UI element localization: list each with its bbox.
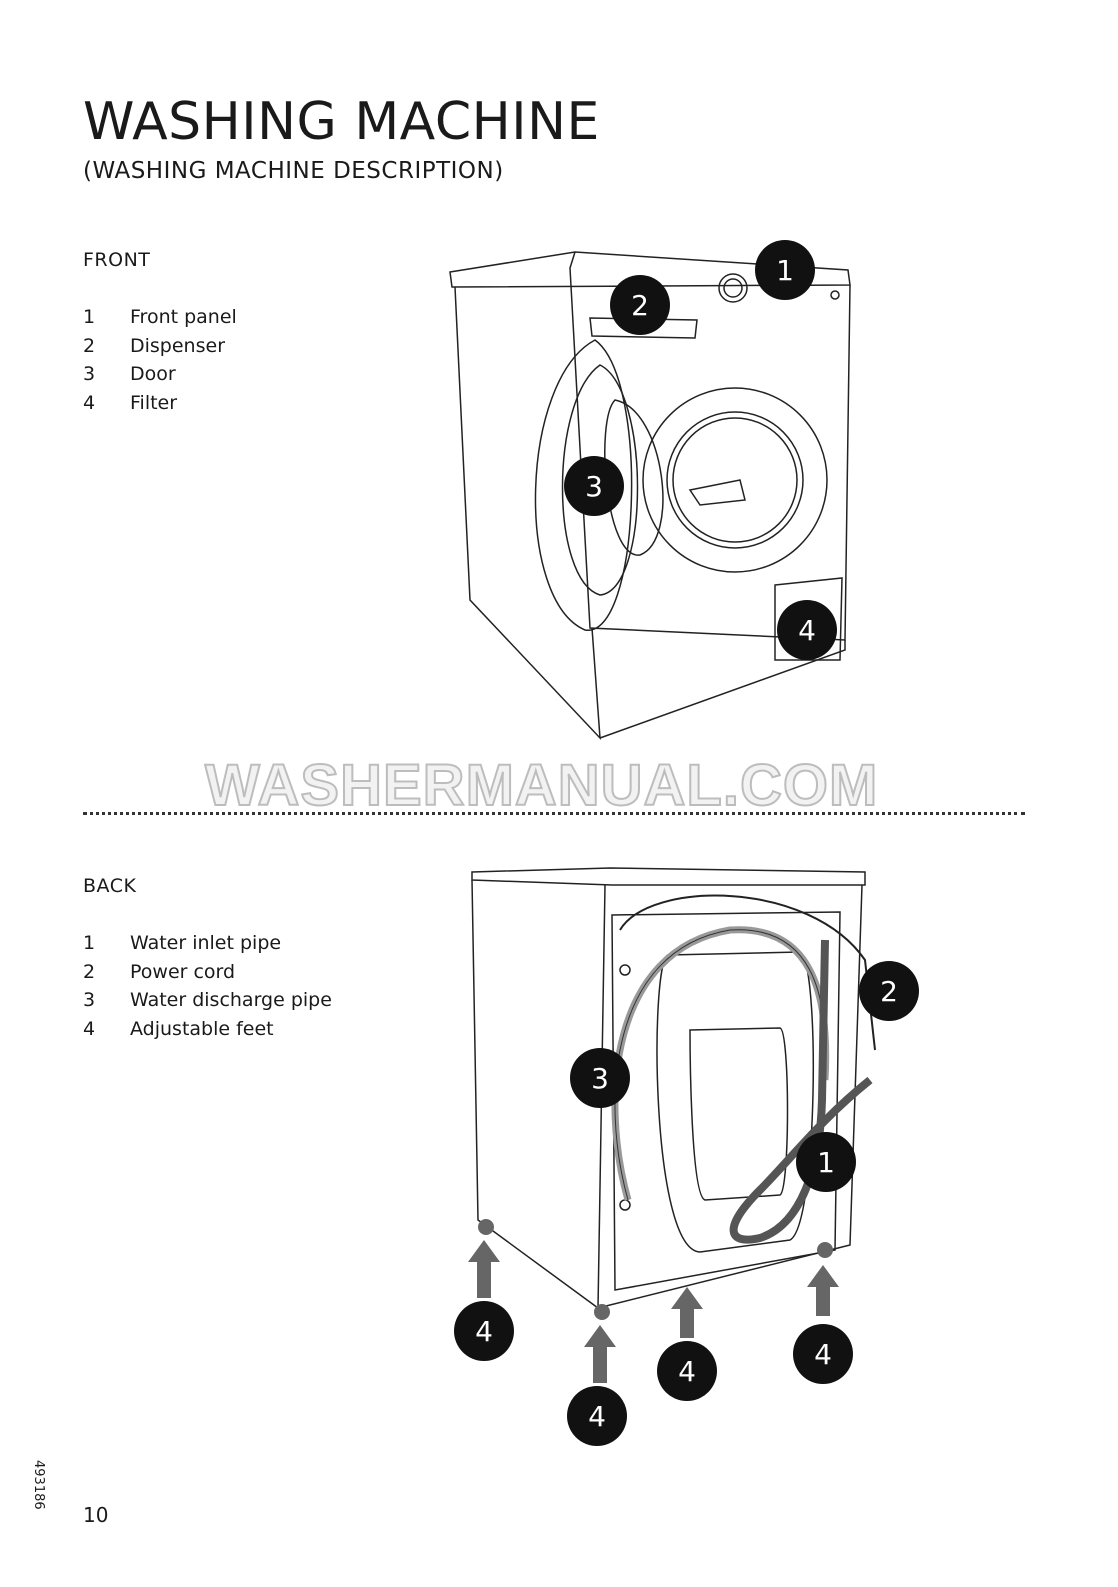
legend-num: 3 [83,363,96,385]
page-number: 10 [83,1503,109,1527]
legend-num: 2 [83,334,96,357]
svg-text:2: 2 [880,975,898,1008]
page-title: WASHING MACHINE [83,92,600,152]
front-callout-4: 4 [777,600,837,660]
back-section-label: BACK [83,875,137,897]
legend-item: 2 Power cord [83,958,332,987]
legend-num: 3 [83,989,96,1011]
svg-text:3: 3 [585,470,603,503]
legend-item: 2 Dispenser [83,332,237,361]
legend-item: 1 Front panel [83,303,237,332]
back-legend: 1 Water inlet pipe 2 Power cord 3 Water dis… [83,929,332,1043]
legend-label: Dispenser [130,334,225,357]
svg-text:4: 4 [814,1338,832,1371]
back-callout-4: 4 [793,1324,853,1384]
legend-item: 4 Adjustable feet [83,1015,332,1044]
back-callout-4: 4 [657,1341,717,1401]
svg-text:4: 4 [798,614,816,647]
legend-label: Water inlet pipe [130,932,282,954]
legend-label: Door [130,363,176,385]
legend-num: 2 [83,960,96,983]
svg-text:1: 1 [817,1146,835,1179]
legend-label: Power cord [130,960,236,983]
legend-label: Filter [130,391,178,414]
back-callout-3: 3 [570,1048,630,1108]
front-callout-2: 2 [610,275,670,335]
legend-label: Front panel [130,306,237,328]
watermark: WASHERMANUAL.COM [204,752,879,819]
front-callout-3: 3 [564,456,624,516]
back-callout-4: 4 [567,1386,627,1446]
front-legend: 1 Front panel 2 Dispenser 3 Door 4 Filter [83,303,237,417]
front-section-label: FRONT [83,249,151,271]
svg-text:2: 2 [631,289,649,322]
front-callout-1: 1 [755,240,815,300]
legend-item: 3 Door [83,360,237,389]
legend-item: 4 Filter [83,389,237,418]
legend-item: 1 Water inlet pipe [83,929,332,958]
svg-text:4: 4 [475,1315,493,1348]
legend-num: 4 [83,391,96,414]
legend-num: 4 [83,1017,96,1040]
document-id: 493186 [31,1460,46,1510]
legend-num: 1 [83,306,96,328]
section-divider [83,812,1025,815]
legend-label: Water discharge pipe [130,989,332,1011]
legend-num: 1 [83,932,96,954]
svg-text:4: 4 [678,1355,696,1388]
back-callout-4: 4 [454,1301,514,1361]
legend-label: Adjustable feet [130,1017,274,1040]
svg-text:4: 4 [588,1400,606,1433]
back-callout-1: 1 [796,1132,856,1192]
arrow-up-icons [468,1240,839,1383]
legend-item: 3 Water discharge pipe [83,986,332,1015]
back-callout-2: 2 [859,961,919,1021]
svg-text:3: 3 [591,1062,609,1095]
page-subtitle: (WASHING MACHINE DESCRIPTION) [83,158,504,184]
svg-text:1: 1 [776,254,794,287]
